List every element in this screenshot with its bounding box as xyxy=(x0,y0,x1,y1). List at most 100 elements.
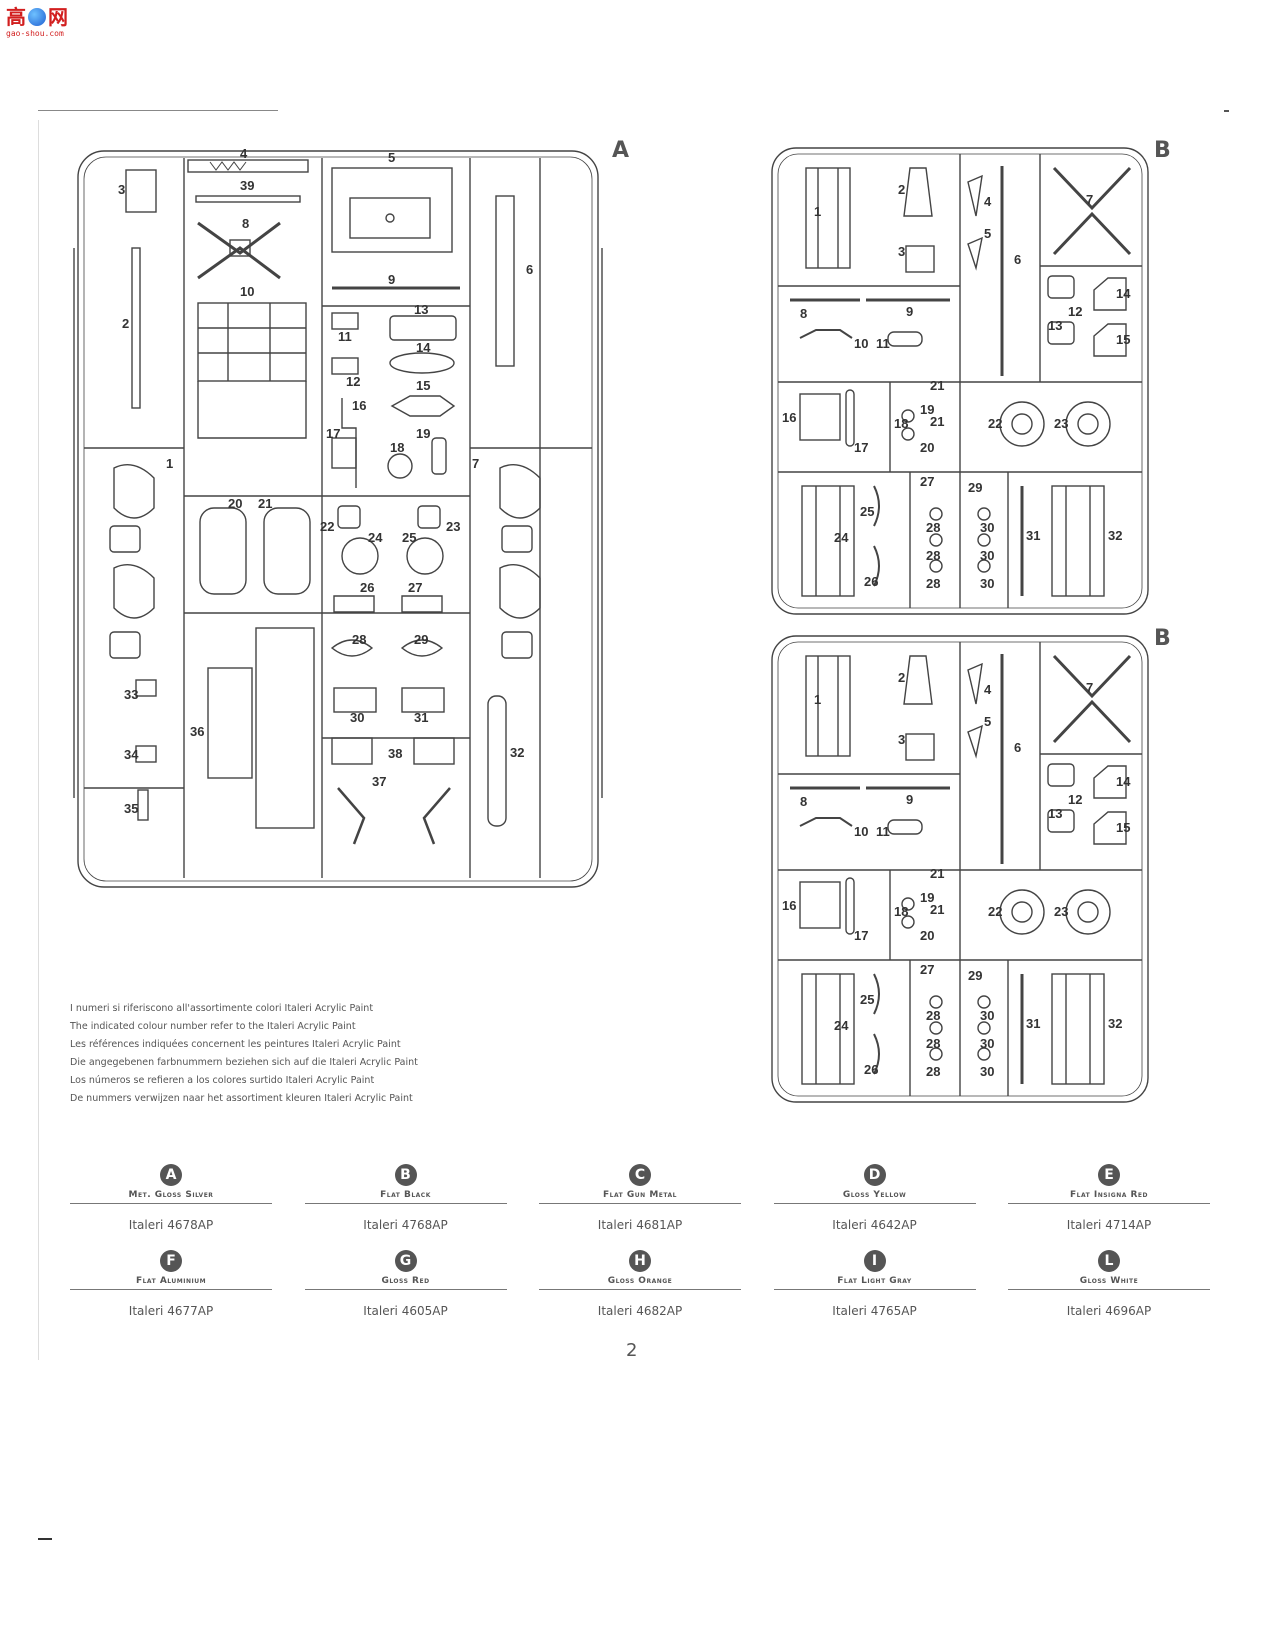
svg-text:30: 30 xyxy=(980,576,994,591)
svg-text:10: 10 xyxy=(240,284,254,299)
paint-code: Italeri 4681AP xyxy=(597,1218,683,1232)
paint-letter-badge: I xyxy=(863,1250,886,1272)
sprue-b-bottom-diagram: 1 2 3 4 5 6 7 8 9 10 11 12 13 14 15 16 1… xyxy=(770,634,1150,1104)
svg-text:21: 21 xyxy=(930,902,944,917)
svg-text:15: 15 xyxy=(1116,820,1130,835)
svg-text:8: 8 xyxy=(800,794,807,809)
svg-text:7: 7 xyxy=(472,456,479,471)
paint-code: Italeri 4765AP xyxy=(832,1304,917,1318)
paint-letter-badge: F xyxy=(160,1250,182,1272)
svg-text:28: 28 xyxy=(352,632,366,647)
paint-name: Flat Aluminium xyxy=(70,1276,272,1290)
svg-text:21: 21 xyxy=(930,414,944,429)
svg-text:38: 38 xyxy=(388,746,402,761)
paint-item: F Flat Aluminium Italeri 4677AP xyxy=(70,1250,272,1318)
svg-text:27: 27 xyxy=(408,580,422,595)
svg-text:12: 12 xyxy=(1068,792,1082,807)
paint-letter-badge: D xyxy=(863,1164,886,1186)
top-rule xyxy=(38,110,278,111)
paint-item: I Flat Light Gray Italeri 4765AP xyxy=(773,1250,976,1318)
left-margin-rule xyxy=(38,120,39,1360)
svg-text:20: 20 xyxy=(228,496,242,511)
svg-text:31: 31 xyxy=(1026,1016,1040,1031)
sprue-b-bottom-letter: B xyxy=(1154,626,1171,651)
paint-item: E Flat Insigna Red Italeri 4714AP xyxy=(1008,1164,1210,1232)
logo-char-2: 网 xyxy=(48,5,68,29)
svg-text:15: 15 xyxy=(1116,332,1130,347)
svg-text:28: 28 xyxy=(926,520,940,535)
svg-text:9: 9 xyxy=(906,792,913,807)
svg-text:17: 17 xyxy=(854,440,868,455)
svg-text:21: 21 xyxy=(258,496,272,511)
svg-text:29: 29 xyxy=(968,968,982,983)
paint-row: F Flat Aluminium Italeri 4677AP G Gloss … xyxy=(70,1250,1210,1318)
svg-text:32: 32 xyxy=(1108,528,1122,543)
svg-text:23: 23 xyxy=(1054,416,1068,431)
svg-text:8: 8 xyxy=(242,216,249,231)
site-logo: 高 网 gao-shou.com xyxy=(6,6,70,40)
svg-text:14: 14 xyxy=(416,340,431,355)
paint-name: Gloss White xyxy=(1008,1276,1210,1290)
paint-name: Flat Black xyxy=(304,1190,507,1204)
paint-row: A Met. Gloss Silver Italeri 4678AP B Fla… xyxy=(70,1164,1210,1232)
note-line: I numeri si riferiscono all'assortimente… xyxy=(70,1003,374,1014)
svg-text:28: 28 xyxy=(926,1064,940,1079)
paint-table: A Met. Gloss Silver Italeri 4678AP B Fla… xyxy=(70,1164,1210,1336)
page-number: 2 xyxy=(626,1340,638,1361)
svg-text:31: 31 xyxy=(1026,528,1040,543)
svg-text:3: 3 xyxy=(898,244,905,259)
paint-name: Gloss Yellow xyxy=(773,1190,976,1204)
svg-text:32: 32 xyxy=(1108,1016,1122,1031)
svg-text:23: 23 xyxy=(1054,904,1068,919)
svg-text:21: 21 xyxy=(930,378,944,393)
svg-text:10: 10 xyxy=(854,824,868,839)
svg-text:27: 27 xyxy=(920,962,934,977)
svg-text:30: 30 xyxy=(980,1064,994,1079)
paint-item: B Flat Black Italeri 4768AP xyxy=(304,1164,507,1232)
svg-text:8: 8 xyxy=(800,306,807,321)
logo-url: gao-shou.com xyxy=(6,29,64,38)
svg-text:11: 11 xyxy=(338,329,352,344)
svg-text:4: 4 xyxy=(240,148,248,161)
svg-text:30: 30 xyxy=(350,710,364,725)
svg-text:29: 29 xyxy=(414,632,428,647)
svg-text:26: 26 xyxy=(360,580,374,595)
top-right-tick xyxy=(1224,110,1229,112)
paint-code: Italeri 4605AP xyxy=(363,1304,448,1318)
svg-text:5: 5 xyxy=(388,150,395,165)
svg-text:28: 28 xyxy=(926,1036,940,1051)
paint-letter-badge: H xyxy=(629,1250,651,1272)
svg-text:22: 22 xyxy=(988,416,1002,431)
svg-text:31: 31 xyxy=(414,710,428,725)
svg-text:13: 13 xyxy=(1048,318,1062,333)
svg-text:22: 22 xyxy=(988,904,1002,919)
paint-code: Italeri 4678AP xyxy=(128,1218,214,1232)
svg-text:4: 4 xyxy=(984,194,992,209)
svg-text:33: 33 xyxy=(124,687,138,702)
paint-name: Gloss Red xyxy=(304,1276,507,1290)
svg-text:20: 20 xyxy=(920,928,934,943)
paint-letter-badge: L xyxy=(1098,1250,1120,1272)
svg-text:7: 7 xyxy=(1086,192,1093,207)
svg-text:30: 30 xyxy=(980,1036,994,1051)
svg-text:25: 25 xyxy=(402,530,416,545)
svg-text:5: 5 xyxy=(984,226,991,241)
svg-text:18: 18 xyxy=(390,440,404,455)
paint-notes: I numeri si riferiscono all'assortimente… xyxy=(70,1000,450,1108)
svg-text:18: 18 xyxy=(894,904,908,919)
svg-text:37: 37 xyxy=(372,774,386,789)
svg-text:26: 26 xyxy=(864,1062,878,1077)
svg-text:28: 28 xyxy=(926,1008,940,1023)
svg-text:17: 17 xyxy=(854,928,868,943)
svg-text:36: 36 xyxy=(190,724,204,739)
svg-text:21: 21 xyxy=(930,866,944,881)
svg-text:11: 11 xyxy=(876,336,890,351)
svg-text:9: 9 xyxy=(388,272,395,287)
note-line: Die angegebenen farbnummern beziehen sic… xyxy=(70,1057,418,1068)
svg-text:39: 39 xyxy=(240,178,254,193)
svg-text:16: 16 xyxy=(782,898,796,913)
svg-text:11: 11 xyxy=(876,824,890,839)
paint-item: D Gloss Yellow Italeri 4642AP xyxy=(773,1164,976,1232)
svg-text:25: 25 xyxy=(860,992,874,1007)
paint-name: Flat Insigna Red xyxy=(1008,1190,1210,1204)
